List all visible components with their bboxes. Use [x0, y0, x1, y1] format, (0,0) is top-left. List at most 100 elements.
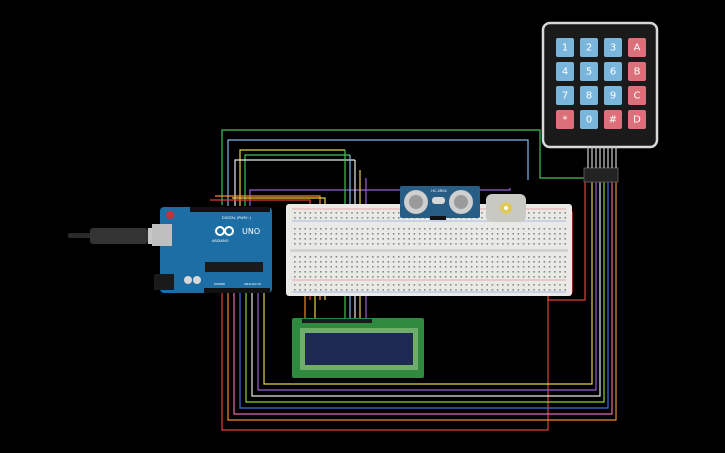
wire-lightblue-keypad[interactable] — [227, 139, 529, 206]
wire-orange-bottom[interactable] — [227, 182, 617, 421]
wire-white-bottom[interactable] — [251, 182, 601, 397]
breadboard-hole — [392, 217, 395, 219]
breadboard-hole — [361, 284, 364, 286]
breadboard-hole — [517, 266, 520, 268]
breadboard-hole — [491, 289, 494, 291]
breadboard-hole — [351, 233, 353, 235]
breadboard-hole — [424, 284, 426, 286]
breadboard-hole — [294, 217, 296, 219]
breadboard-hole — [528, 289, 530, 291]
breadboard-hole — [476, 266, 478, 268]
breadboard-hole — [309, 289, 312, 291]
key-5[interactable]: 5 — [580, 62, 598, 81]
breadboard-hole — [325, 271, 327, 273]
wire-yellow-bottom[interactable] — [263, 182, 593, 385]
breadboard-hole — [543, 261, 546, 263]
breadboard-hole — [387, 256, 390, 258]
breadboard-hole — [512, 284, 514, 286]
key-label: 5 — [586, 67, 592, 78]
breadboard-hole — [564, 289, 566, 291]
key-c[interactable]: C — [628, 86, 646, 105]
breadboard-hole — [554, 256, 556, 258]
breadboard-hole — [372, 233, 374, 235]
key-a[interactable]: A — [628, 38, 646, 57]
breadboard-hole — [486, 233, 488, 235]
breadboard-hole — [486, 256, 488, 258]
breadboard-hole — [507, 261, 509, 263]
key-6[interactable]: 6 — [604, 62, 622, 81]
breadboard-hole — [481, 217, 483, 219]
breadboard-hole — [413, 276, 416, 278]
key-face — [604, 62, 622, 81]
breadboard-hole — [346, 276, 348, 278]
key-face — [580, 38, 598, 57]
key-3[interactable]: 3 — [604, 38, 622, 57]
breadboard-hole — [429, 228, 431, 230]
breadboard-hole — [320, 289, 322, 291]
breadboard-hole — [455, 289, 457, 291]
breadboard-hole — [439, 266, 442, 268]
key-9[interactable]: 9 — [604, 86, 622, 105]
key-7[interactable]: 7 — [556, 86, 574, 105]
breadboard-hole — [392, 243, 395, 245]
breadboard-hole — [564, 271, 566, 273]
key-star[interactable]: * — [556, 110, 574, 129]
wire-white-top[interactable] — [234, 159, 355, 206]
breadboard-hole — [522, 261, 525, 263]
breadboard-hole — [340, 233, 343, 235]
key-2[interactable]: 2 — [580, 38, 598, 57]
wire-green-2[interactable] — [244, 154, 350, 206]
breadboard-hole — [346, 271, 348, 273]
wire-lime-bottom[interactable] — [245, 182, 605, 403]
breadboard-hole — [314, 217, 317, 219]
breadboard-hole — [476, 233, 478, 235]
breadboard-hole — [465, 228, 468, 230]
wire-red-bottom[interactable] — [221, 292, 549, 431]
breadboard-hole — [450, 233, 452, 235]
key-b[interactable]: B — [628, 62, 646, 81]
breadboard-hole — [340, 243, 343, 245]
breadboard-hole — [465, 233, 468, 235]
key-8[interactable]: 8 — [580, 86, 598, 105]
breadboard-hole — [429, 238, 431, 240]
breadboard-hole — [507, 276, 509, 278]
breadboard-hole — [554, 276, 556, 278]
wire-green-keypad[interactable] — [221, 129, 590, 205]
breadboard-hole — [543, 284, 546, 286]
breadboard-hole — [309, 228, 312, 230]
breadboard-hole — [538, 266, 540, 268]
breadboard-hole — [320, 212, 322, 214]
dc-motor[interactable] — [486, 194, 526, 222]
ultrasonic-sensor[interactable]: HC-SR04 — [400, 186, 480, 220]
breadboard-hole — [377, 212, 379, 214]
key-hash[interactable]: # — [604, 110, 622, 129]
breadboard-hole — [465, 289, 468, 291]
wire-yellow-keypad[interactable] — [239, 149, 345, 206]
breadboard-hole — [330, 238, 332, 240]
key-1[interactable]: 1 — [556, 38, 574, 57]
breadboard-hole — [392, 212, 395, 214]
breadboard-hole — [351, 266, 353, 268]
key-4[interactable]: 4 — [556, 62, 574, 81]
breadboard-hole — [413, 243, 416, 245]
breadboard-hole — [465, 243, 468, 245]
wire-pink-bottom[interactable] — [233, 182, 613, 415]
lcd-display[interactable] — [292, 318, 424, 378]
arduino-uno[interactable]: UNO ARDUINO DIGITAL (PWM~) POWER ANALOG … — [152, 207, 272, 293]
breadboard-hole — [439, 228, 442, 230]
breadboard-hole — [517, 289, 520, 291]
wire-blue-bottom[interactable] — [239, 182, 609, 409]
key-face — [628, 86, 646, 105]
arduino-reset-button[interactable] — [166, 211, 174, 219]
breadboard-hole — [351, 276, 353, 278]
breadboard-hole — [460, 256, 462, 258]
breadboard-hole — [366, 243, 369, 245]
key-d[interactable]: D — [628, 110, 646, 129]
wire-purple-bottom[interactable] — [257, 182, 597, 391]
breadboard-hole — [538, 212, 540, 214]
key-0[interactable]: 0 — [580, 110, 598, 129]
breadboard-hole — [372, 276, 374, 278]
breadboard-hole — [486, 228, 488, 230]
breadboard-hole — [356, 217, 358, 219]
